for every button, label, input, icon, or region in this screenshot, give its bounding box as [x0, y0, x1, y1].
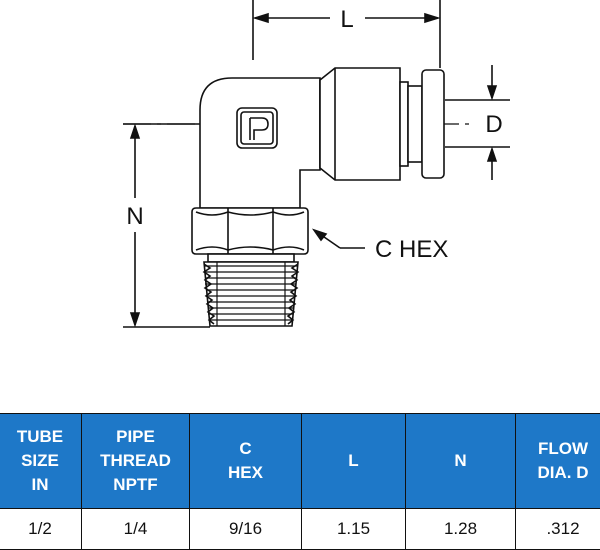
- elbow-fitting: [192, 68, 444, 326]
- cell-pipe-thread: 1/4: [82, 509, 190, 550]
- label-c-hex: C HEX: [375, 236, 448, 263]
- label-d: D: [485, 111, 502, 138]
- cell-l: 1.15: [302, 509, 406, 550]
- c-hex-leader: [314, 230, 365, 248]
- cell-flow-dia: .312: [516, 509, 600, 550]
- header-c-hex: C HEX: [190, 414, 302, 509]
- table-header-row: TUBE SIZE IN PIPE THREAD NPTF C HEX L N …: [0, 414, 600, 509]
- cell-tube-size: 1/2: [0, 509, 82, 550]
- cell-n: 1.28: [406, 509, 516, 550]
- header-pipe-thread: PIPE THREAD NPTF: [82, 414, 190, 509]
- header-tube-size: TUBE SIZE IN: [0, 414, 82, 509]
- header-l: L: [302, 414, 406, 509]
- label-l: L: [340, 6, 353, 33]
- header-n: N: [406, 414, 516, 509]
- spec-table: TUBE SIZE IN PIPE THREAD NPTF C HEX L N …: [0, 413, 600, 550]
- table-row: 1/2 1/4 9/16 1.15 1.28 .312: [0, 509, 600, 550]
- header-flow-dia: FLOW DIA. D: [516, 414, 600, 509]
- cell-c-hex: 9/16: [190, 509, 302, 550]
- fitting-drawing: L D N C HEX: [0, 0, 600, 410]
- label-n: N: [126, 203, 143, 230]
